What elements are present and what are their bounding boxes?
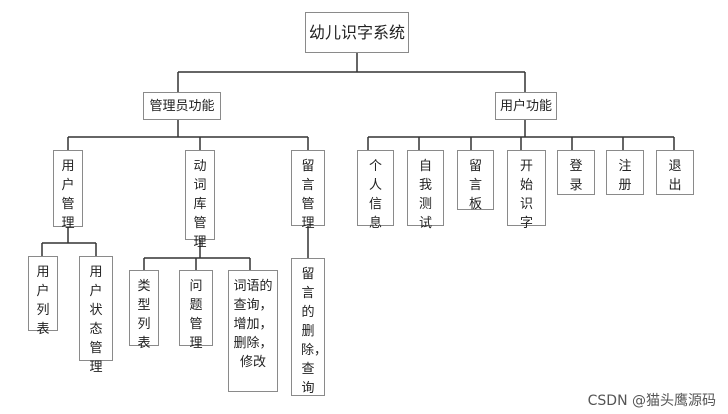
message-board-label: 留言板 [468,159,482,212]
word-crud-node: 词语的查询，增加，删除，修改 [228,270,278,392]
user-list-node: 用户列表 [28,256,58,337]
admin-functions-label: 管理员功能 [149,98,215,114]
self-test-label: 自我测试 [418,159,432,231]
start-learning-label: 开始识字 [519,159,533,231]
self-test-node: 自我测试 [407,150,444,231]
logout-label: 退出 [668,159,682,193]
verb-library-label: 动词库管理 [193,159,207,250]
user-status-management-node: 用户状态管理 [79,256,113,375]
user-functions-label: 用户功能 [499,98,552,114]
message-management-node: 留言管理 [291,150,325,231]
message-management-label: 留言管理 [301,159,315,231]
question-management-label: 问题管理 [189,279,203,351]
message-delete-query-label: 留言的删除，查询 [301,267,328,396]
admin-functions-node: 管理员功能 [143,92,221,120]
csdn-watermark: CSDN @猫头鹰源码 [587,393,716,409]
connector-root [177,53,526,92]
connector-admin [67,120,309,150]
login-label: 登录 [569,159,583,193]
register-node: 注册 [606,150,644,195]
user-management-node: 用户管理 [53,150,83,231]
message-delete-query-node: 留言的删除，查询 [291,258,328,396]
register-label: 注册 [618,159,632,193]
connector-user-mgmt [41,227,97,256]
login-node: 登录 [557,150,595,195]
verb-library-node: 动词库管理 [185,150,215,250]
message-board-node: 留言板 [457,150,494,212]
user-management-label: 用户管理 [61,159,75,231]
personal-info-node: 个人信息 [357,150,394,231]
user-status-management-label: 用户状态管理 [89,265,103,375]
type-list-node: 类型列表 [129,270,159,351]
root-node: 幼儿识字系统 [305,12,409,53]
personal-info-label: 个人信息 [368,159,382,231]
logout-node: 退出 [656,150,694,195]
type-list-label: 类型列表 [137,279,151,351]
connector-verb-lib [143,240,251,270]
start-learning-node: 开始识字 [507,150,546,231]
user-functions-node: 用户功能 [495,92,557,120]
word-crud-label: 词语的查询，增加，删除，修改 [233,279,273,370]
root-label: 幼儿识字系统 [308,23,405,42]
question-management-node: 问题管理 [179,270,213,351]
user-list-label: 用户列表 [36,265,50,337]
connector-user [367,120,675,150]
